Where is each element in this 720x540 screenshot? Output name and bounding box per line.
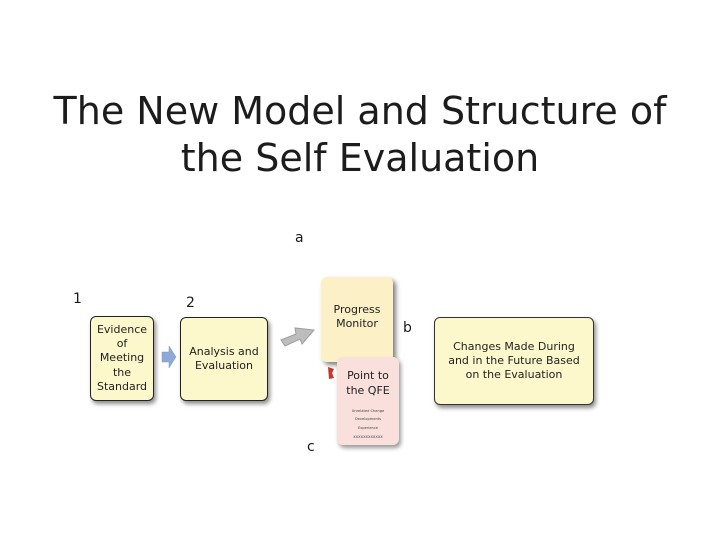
progress-monitor-box: Progress Monitor [321, 277, 393, 362]
red-flag-icon [328, 367, 334, 379]
qfe-box: Point to the QFE Unrelated Change Develo… [337, 357, 399, 445]
qfe-sub-line: Unrelated Change [351, 408, 385, 413]
page-title: The New Model and Structure of the Self … [40, 88, 680, 182]
analysis-line: Evaluation [194, 359, 254, 372]
evidence-line: Meeting [99, 351, 145, 365]
qfe-line: Point to [347, 369, 389, 382]
label-1: 1 [73, 291, 82, 307]
qfe-sub-line: XXXXXXXXXXXX [353, 434, 383, 439]
analysis-line: Analysis and [189, 345, 259, 359]
evidence-line: Evidence [96, 322, 148, 336]
evidence-box: Evidence of Meeting the Standard [90, 316, 154, 401]
label-c: c [307, 439, 315, 455]
changes-line: on the Evaluation [465, 368, 563, 382]
qfe-sub-line: Developments [354, 417, 382, 422]
changes-line: and in the Future Based [448, 353, 580, 367]
changes-box: Changes Made During and in the Future Ba… [434, 317, 594, 405]
label-2: 2 [186, 295, 195, 311]
evidence-line: the [112, 365, 132, 379]
label-b: b [403, 320, 412, 336]
analysis-box: Analysis and Evaluation [180, 317, 268, 401]
qfe-sub-line: Experience [357, 425, 379, 430]
analysis-to-progress-arrow [280, 327, 315, 347]
qfe-subtext: Unrelated Change Developments Experience… [337, 407, 399, 442]
progress-line: Monitor [336, 317, 378, 331]
title-line-2: the Self Evaluation [180, 136, 540, 181]
progress-line: Progress [333, 303, 381, 316]
label-a: a [295, 230, 304, 246]
evidence-to-analysis-arrow [161, 345, 177, 369]
changes-line: Changes Made During [453, 339, 575, 353]
evidence-line: Standard [96, 379, 148, 393]
evidence-line: of [116, 337, 128, 351]
title-line-1: The New Model and Structure of [53, 89, 667, 133]
qfe-line: the QFE [346, 383, 390, 397]
